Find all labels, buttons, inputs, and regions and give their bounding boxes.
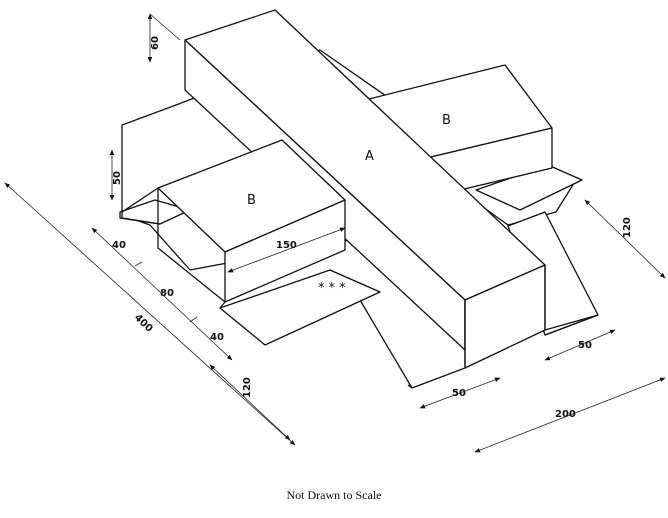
dim-120-left: 120 [242,377,253,398]
dim-120-right: 120 [622,217,633,238]
dim-50-right: 50 [578,340,592,351]
member-b-front-label: B [247,193,256,208]
dim-40-top: 40 [112,240,126,251]
dim-80: 80 [160,288,174,299]
dimension-lines [4,13,666,453]
weld-symbol: * * * [318,281,346,296]
dim-150: 150 [276,240,297,251]
member-a-label: A [365,149,374,164]
dim-40-bottom: 40 [210,332,224,343]
dim-200: 200 [555,409,576,420]
dim-60: 60 [150,36,161,50]
caption: Not Drawn to Scale [286,488,382,502]
dim-50-bottom: 50 [452,388,466,399]
dim-50-left: 50 [112,171,123,185]
member-b-back-label: B [442,113,451,128]
